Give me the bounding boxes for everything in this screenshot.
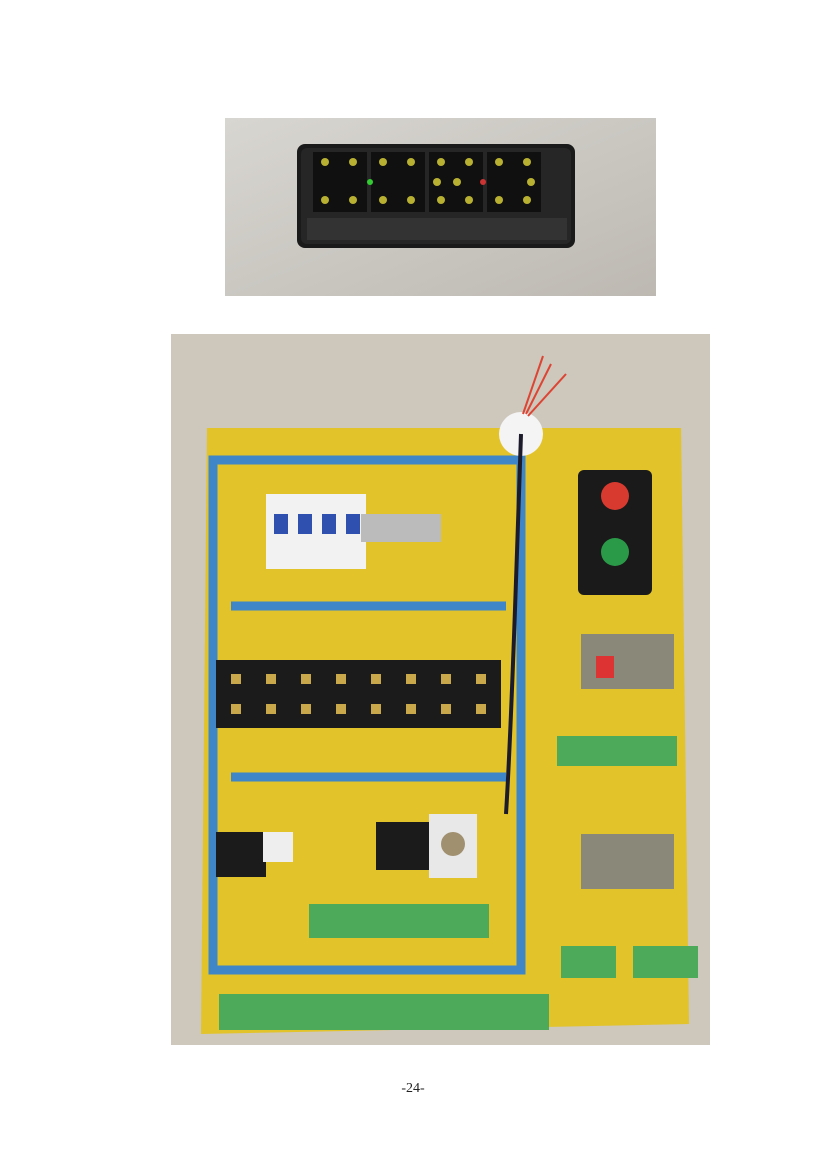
page-number: -24- bbox=[401, 1081, 425, 1096]
control-panel-photo bbox=[171, 334, 710, 1045]
switch-block-photo bbox=[225, 118, 656, 296]
